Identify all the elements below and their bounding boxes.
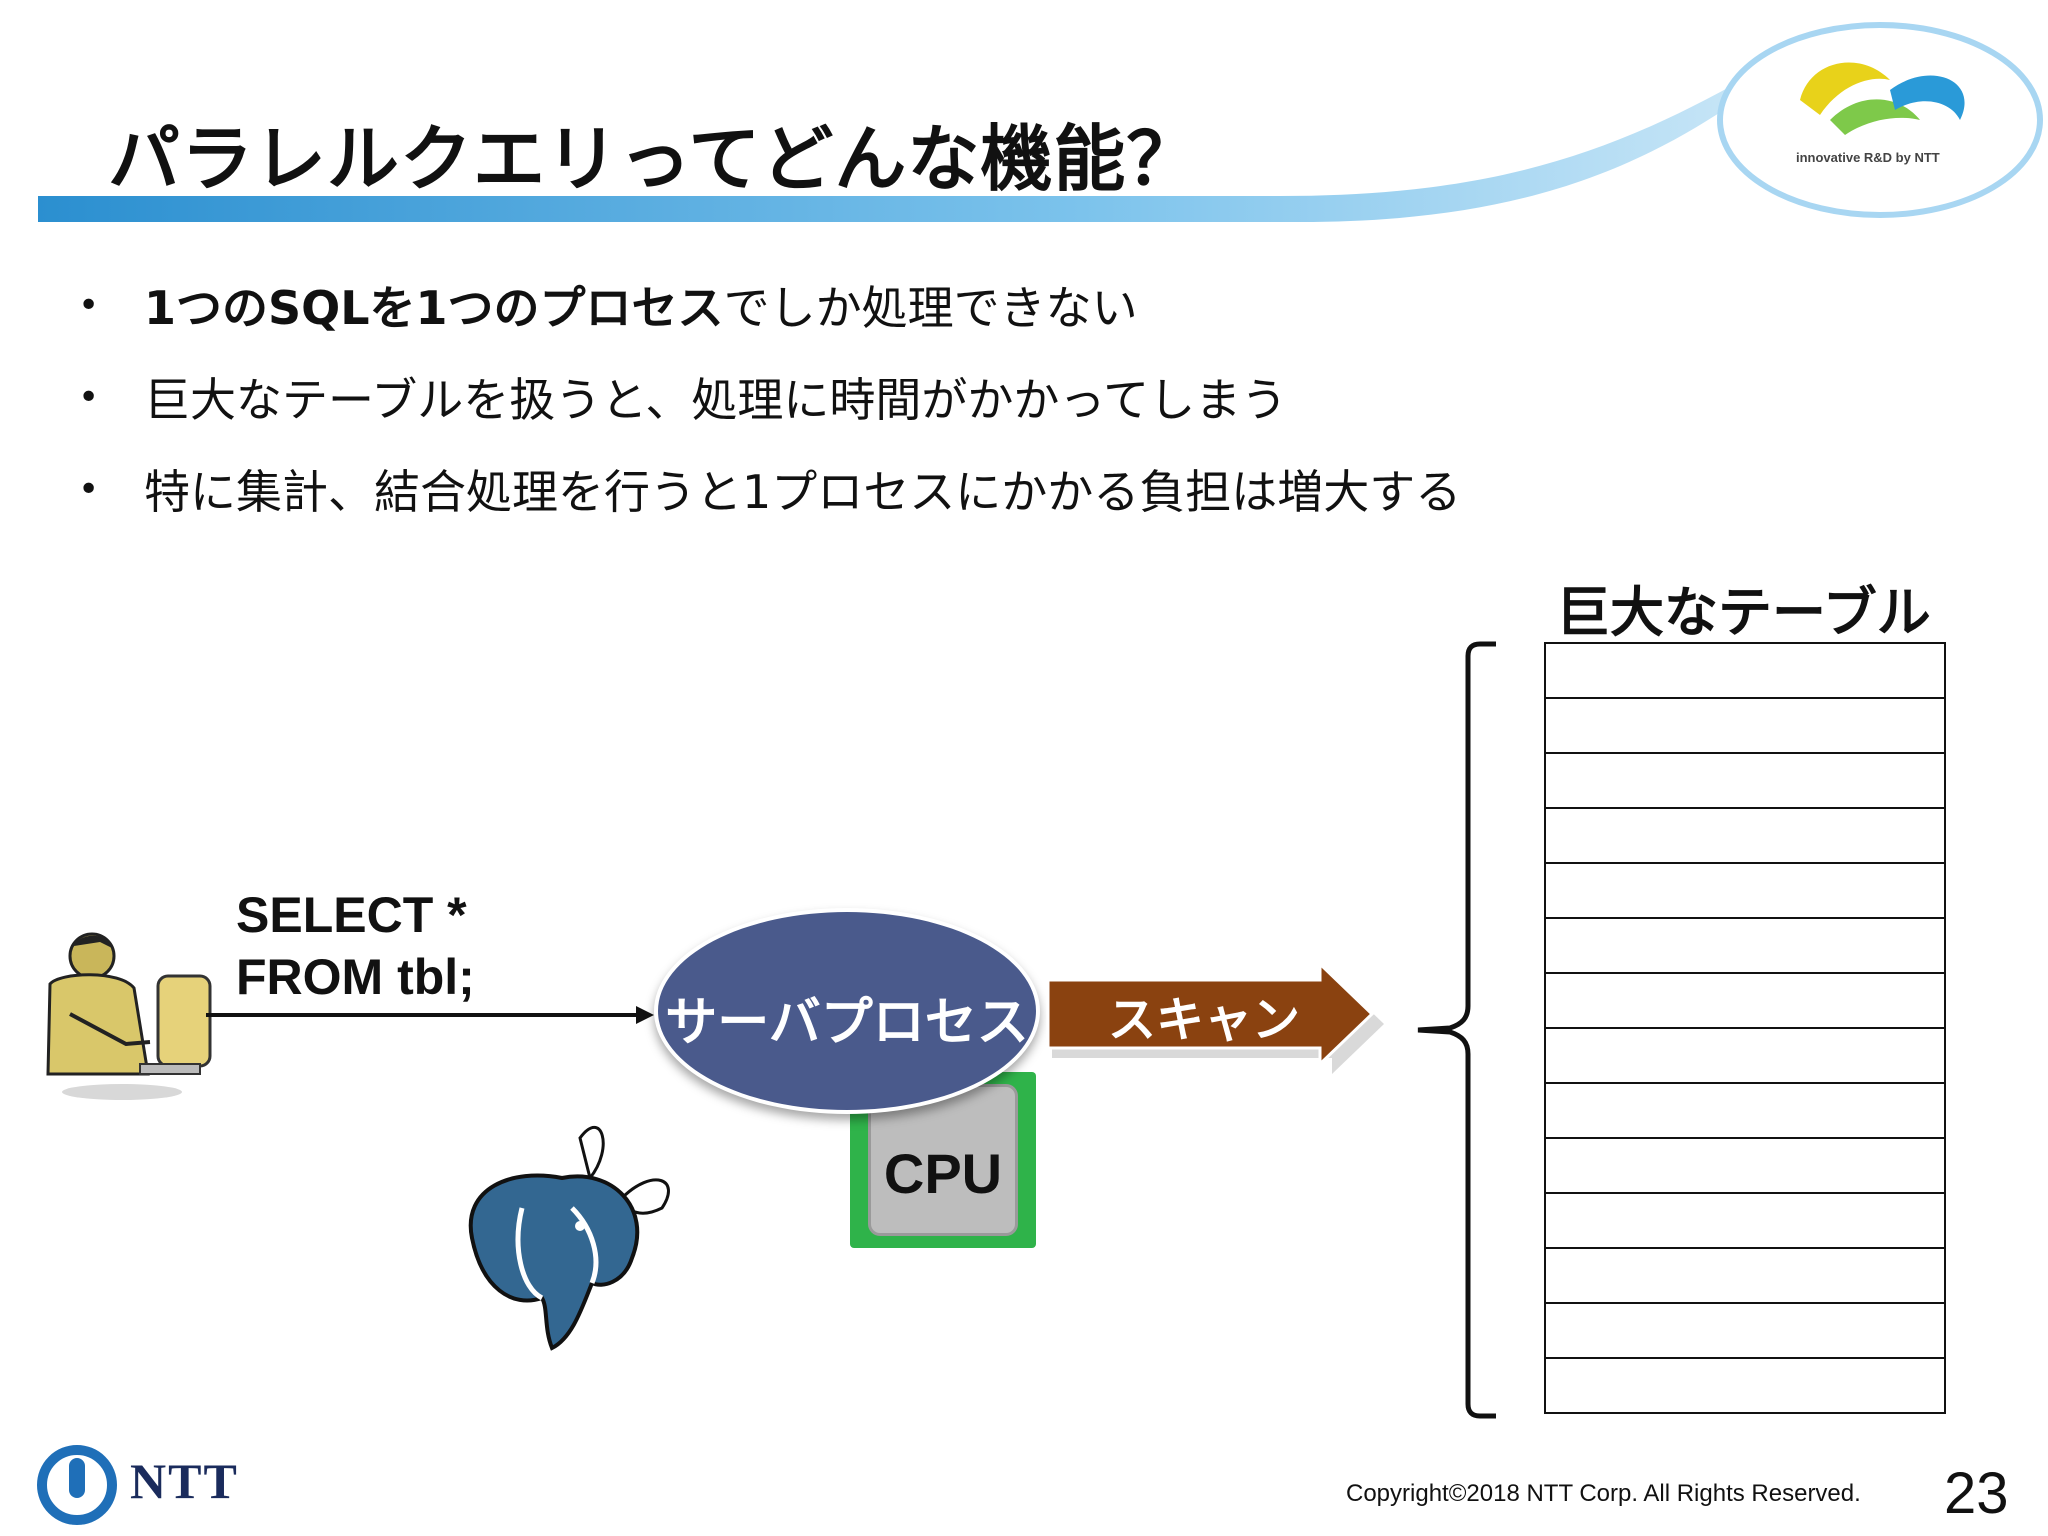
table-row [1546,644,1944,699]
copyright-text: Copyright©2018 NTT Corp. All Rights Rese… [1346,1480,1861,1507]
user-at-computer-icon [46,932,212,1100]
server-process-node: サーバプロセス [654,908,1040,1114]
table-row [1546,919,1944,974]
table-row [1546,1249,1944,1304]
table-row [1546,1029,1944,1084]
bullet-dot: • [78,284,100,326]
scan-label: スキャン [1108,992,1301,1048]
scan-arrow [1046,960,1384,1074]
sql-query-text: SELECT * FROM tbl; [236,887,475,1005]
cpu-chip: CPU [850,1072,1036,1248]
table-row [1546,864,1944,919]
bullet-dot: • [78,376,100,418]
table-row [1546,1304,1944,1359]
server-process-label: サーバプロセス [665,993,1029,1053]
bullet-item-1: • 1つのSQLを1つのプロセスでしか処理できない [78,272,1138,338]
table-row [1546,809,1944,864]
page-number: 23 [1944,1461,2009,1526]
header-logo-text: innovative R&D by NTT [1796,150,1940,165]
postgresql-elephant-icon [468,1125,670,1351]
table-row [1546,1084,1944,1139]
table-brace [1417,641,1496,1419]
bullet-item-3: • 特に集計、結合処理を行うと1プロセスにかかる負担は増大する [78,456,1461,522]
cpu-label: CPU [883,1142,1003,1205]
table-row [1546,699,1944,754]
slide-title: パラレルクエリってどんな機能？ [108,117,1200,201]
bullet-2-text: 巨大なテーブルを扱うと、処理に時間がかかってしまう [144,373,1288,427]
bullet-item-2: • 巨大なテーブルを扱うと、処理に時間がかかってしまう [78,364,1287,430]
ntt-brand-text: NTT [130,1453,239,1509]
table-row [1546,754,1944,809]
bullet-1-bold: 1つのSQLを1つのプロセス [144,281,724,335]
table-row [1546,1194,1944,1249]
request-arrow [206,1006,654,1024]
table-row [1546,1359,1944,1412]
bullet-dot: • [78,468,100,510]
ntt-logo-icon [37,1445,117,1525]
table-title: 巨大なテーブル [1556,581,1931,644]
huge-table [1544,642,1946,1414]
bullet-1-text: でしか処理できない [723,281,1138,335]
header-decoration [38,22,2043,222]
bullet-3-text: 特に集計、結合処理を行うと1プロセスにかかる負担は増大する [144,465,1462,519]
ntt-rd-logo-icon [1800,62,1965,135]
table-row [1546,1139,1944,1194]
table-row [1546,974,1944,1029]
